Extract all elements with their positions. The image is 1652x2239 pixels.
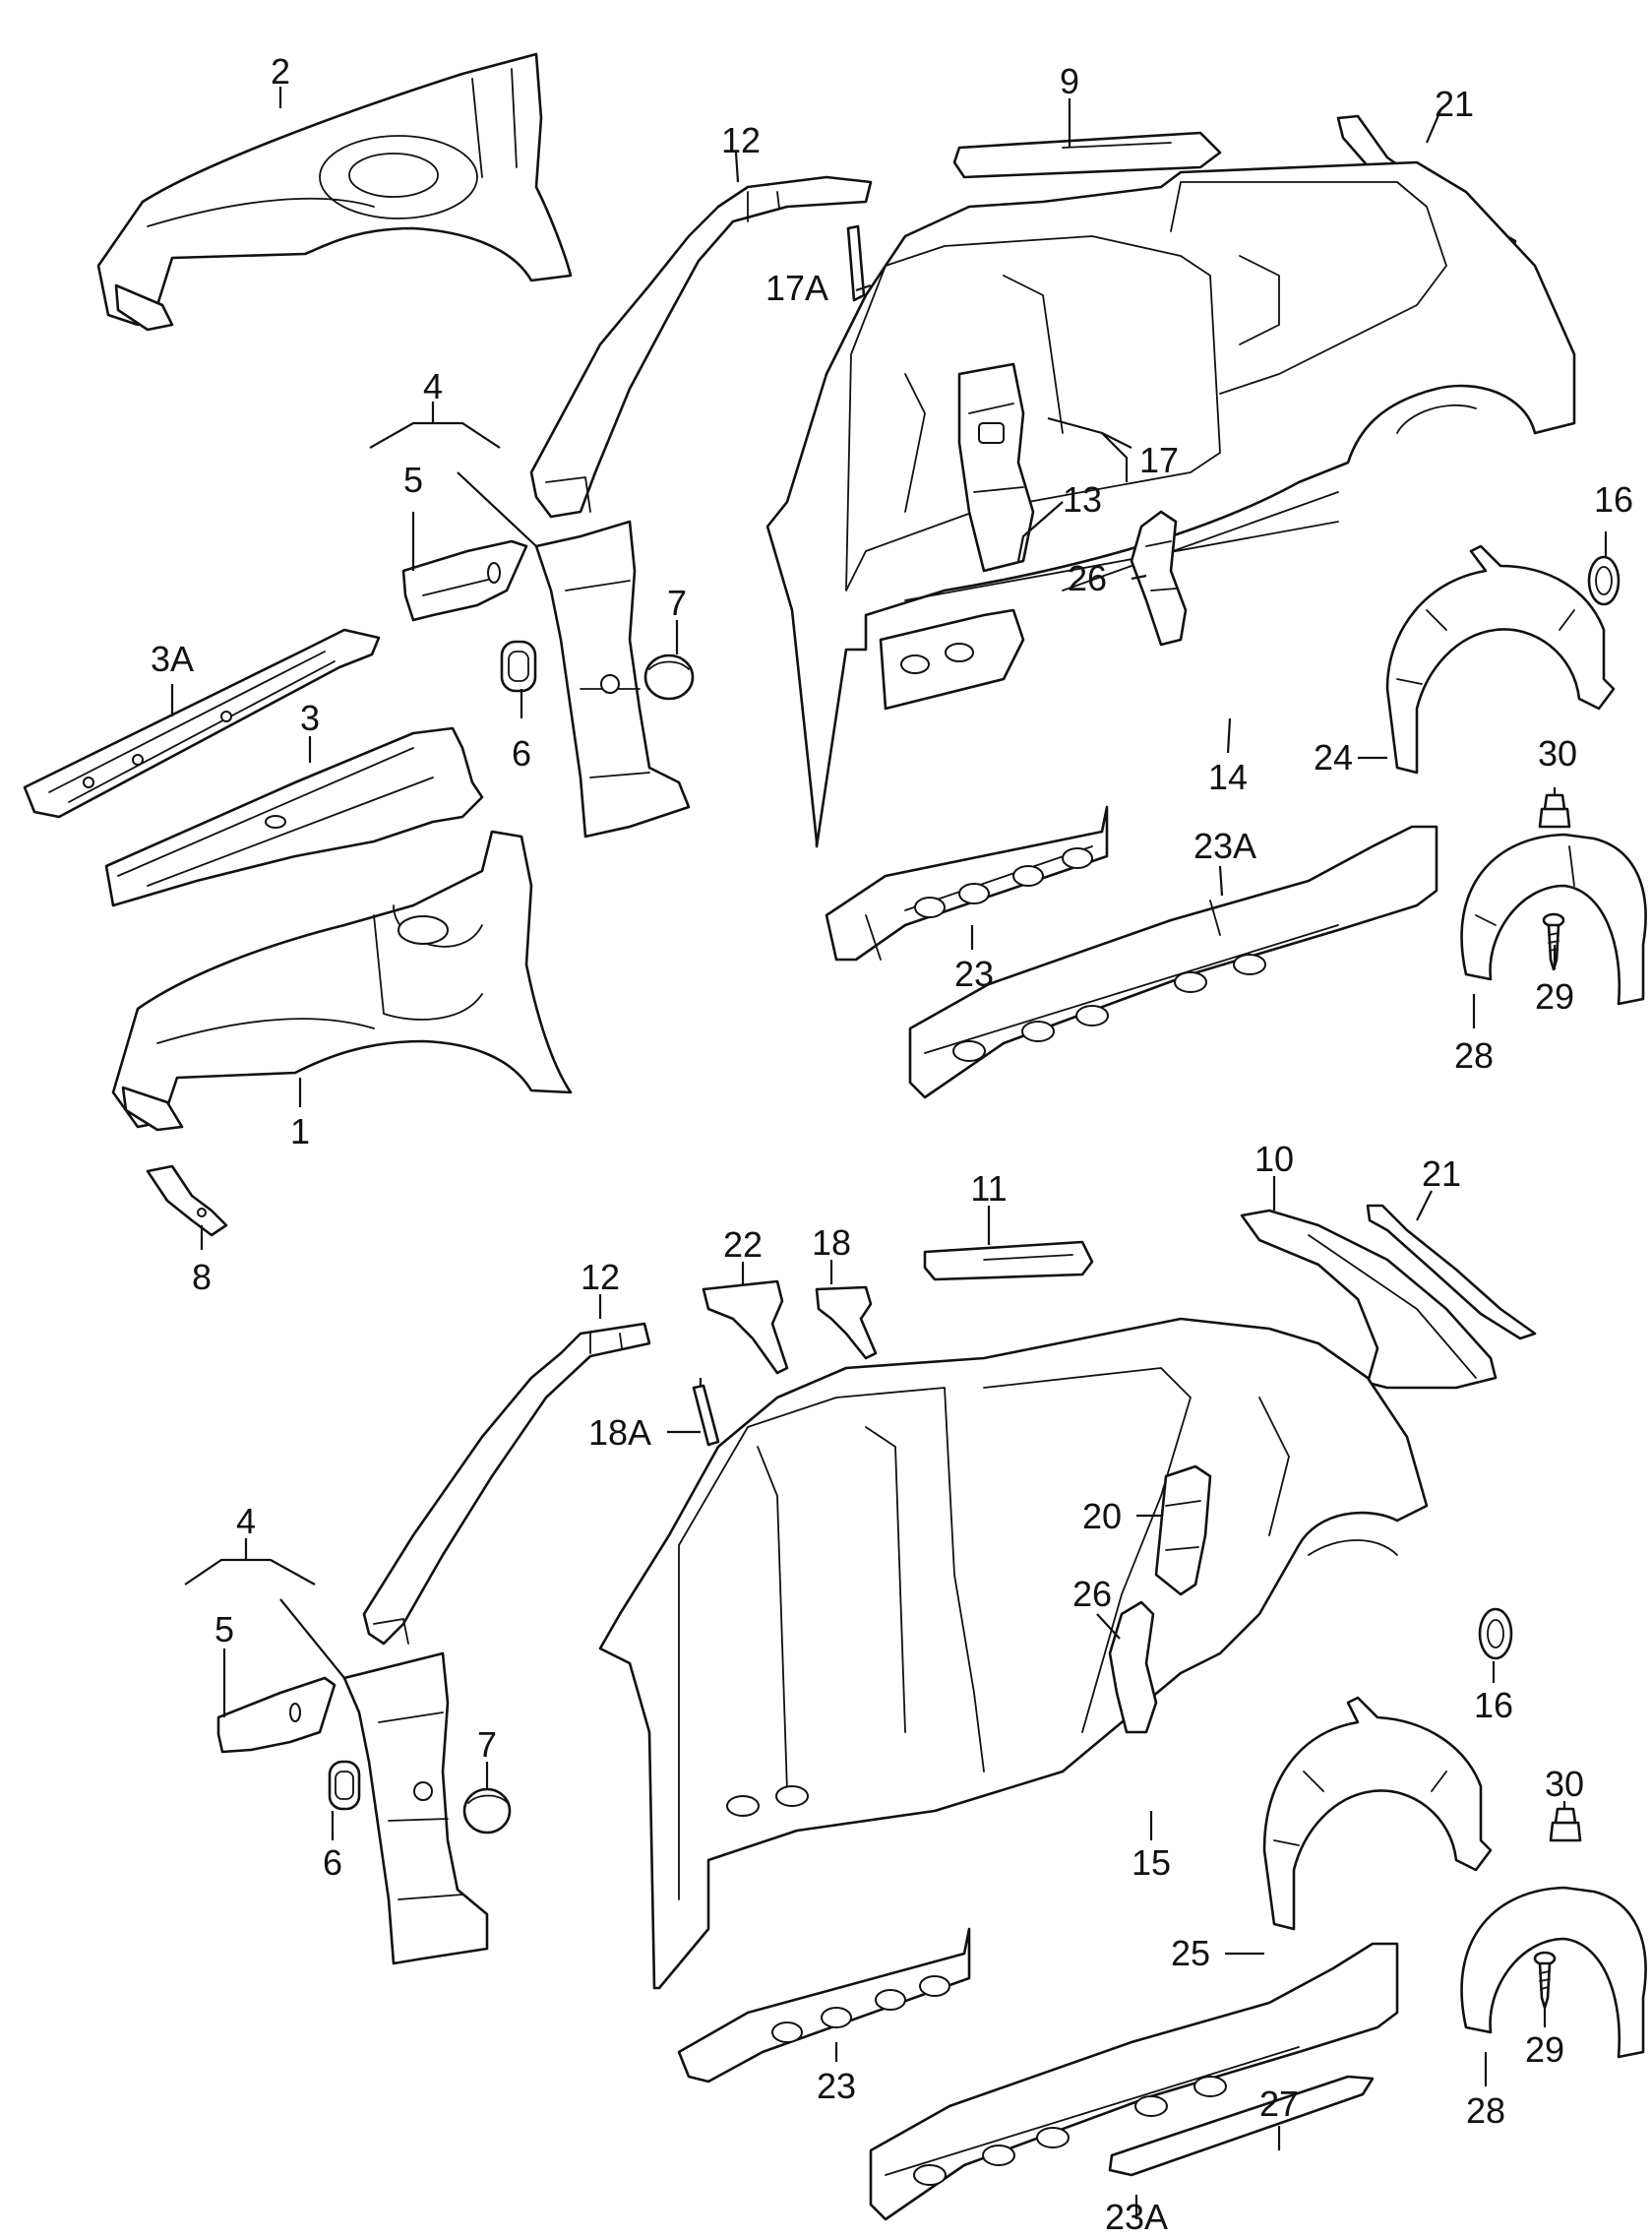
label-26-lower: 26 bbox=[1072, 1574, 1112, 1614]
label-8: 8 bbox=[192, 1257, 212, 1297]
leader-lines bbox=[170, 87, 1608, 2219]
part-3-longitudinal-member bbox=[104, 726, 484, 907]
part-8-bracket bbox=[146, 1164, 228, 1237]
part-1-front-wheel-housing bbox=[111, 830, 573, 1132]
part-28-wheel-arch-liner bbox=[1460, 833, 1647, 1006]
label-29: 29 bbox=[1535, 976, 1574, 1017]
part-14-body-side-panel bbox=[765, 160, 1576, 848]
part-6-grommet bbox=[500, 640, 537, 693]
label-23: 23 bbox=[954, 954, 994, 994]
label-23a-lower: 23A bbox=[1105, 2197, 1168, 2237]
part-12-a-pillar-upper bbox=[529, 175, 873, 519]
part-27-sill-trim-strip bbox=[1108, 2075, 1375, 2177]
part-26-reinforcement bbox=[1130, 510, 1188, 647]
part-16-grommet bbox=[1587, 555, 1621, 606]
label-29-lower: 29 bbox=[1525, 2029, 1564, 2070]
label-17: 17 bbox=[1139, 440, 1179, 480]
part-17a-strip bbox=[846, 224, 866, 302]
label-12: 12 bbox=[721, 120, 761, 160]
label-3a: 3A bbox=[151, 639, 194, 679]
label-10: 10 bbox=[1254, 1139, 1294, 1179]
label-1: 1 bbox=[290, 1111, 310, 1151]
part-23-sill-reinforcement bbox=[825, 805, 1109, 962]
label-13: 13 bbox=[1063, 479, 1102, 520]
label-6-lower: 6 bbox=[323, 1842, 342, 1883]
label-21-lower: 21 bbox=[1422, 1153, 1461, 1194]
part-22-b-pillar-upper bbox=[702, 1279, 789, 1375]
label-25: 25 bbox=[1171, 1933, 1210, 1973]
label-21: 21 bbox=[1435, 84, 1474, 124]
label-17a: 17A bbox=[765, 268, 828, 308]
part-4-a-pillar-lower-lower-group bbox=[342, 1651, 489, 1965]
label-16: 16 bbox=[1594, 479, 1633, 520]
label-7-lower: 7 bbox=[477, 1724, 497, 1765]
part-23a-sill-member bbox=[908, 825, 1438, 1099]
part-2-wheel-housing-upper bbox=[96, 52, 573, 332]
label-23-lower: 23 bbox=[817, 2066, 856, 2106]
label-7: 7 bbox=[667, 583, 687, 623]
part-20-c-pillar-reinforcement bbox=[1154, 1464, 1212, 1596]
part-15-body-side-panel bbox=[598, 1317, 1429, 1990]
callout-labels: 2 12 9 21 17A 4 5 17 13 16 26 7 3A 3 6 1… bbox=[151, 51, 1633, 2237]
part-6-grommet-lower-group bbox=[328, 1760, 361, 1811]
part-18-c-pillar-upper bbox=[815, 1285, 878, 1360]
label-14: 14 bbox=[1208, 757, 1248, 797]
part-28-wheel-arch-liner-lower-group bbox=[1460, 1886, 1647, 2059]
part-21-rear-side-member-lower-group bbox=[1366, 1204, 1537, 1340]
part-7-plug bbox=[643, 653, 695, 701]
label-18a: 18A bbox=[588, 1412, 651, 1453]
part-13-sill-inner-reinforcement bbox=[879, 608, 1025, 711]
part-12-a-pillar-upper-lower-group bbox=[362, 1322, 651, 1646]
part-25-rear-wheel-housing bbox=[1262, 1696, 1493, 1931]
label-28-lower: 28 bbox=[1466, 2090, 1505, 2131]
part-30-clip bbox=[1538, 793, 1571, 829]
label-4: 4 bbox=[423, 366, 443, 406]
label-30-lower: 30 bbox=[1545, 1764, 1584, 1804]
part-11-roof-rail bbox=[923, 1240, 1094, 1281]
part-18a-strip bbox=[692, 1384, 720, 1447]
label-5-lower: 5 bbox=[214, 1609, 234, 1649]
part-24-rear-wheel-housing bbox=[1385, 544, 1616, 775]
label-22: 22 bbox=[723, 1224, 763, 1265]
part-5-bracket-lower-group bbox=[216, 1676, 337, 1754]
part-10-rear-roof-frame bbox=[1240, 1209, 1498, 1390]
part-16-grommet-lower-group bbox=[1478, 1607, 1513, 1660]
part-29-screw-lower-group bbox=[1533, 1951, 1557, 2010]
part-17-b-pillar-reinforcement bbox=[957, 362, 1035, 573]
label-16-lower: 16 bbox=[1474, 1685, 1513, 1725]
part-23-sill-reinforcement-lower-group bbox=[677, 1927, 971, 2084]
part-9-roof-rail bbox=[952, 131, 1222, 179]
label-26: 26 bbox=[1068, 558, 1107, 598]
label-4-lower: 4 bbox=[236, 1501, 256, 1541]
label-28: 28 bbox=[1454, 1035, 1494, 1076]
part-4-a-pillar-lower bbox=[534, 520, 691, 839]
label-27: 27 bbox=[1259, 2084, 1299, 2124]
label-30: 30 bbox=[1538, 733, 1577, 774]
part-5-bracket bbox=[401, 539, 528, 622]
part-23a-sill-member-lower-group bbox=[869, 1942, 1399, 2221]
label-2: 2 bbox=[271, 51, 290, 92]
label-6: 6 bbox=[512, 733, 531, 774]
label-23a: 23A bbox=[1193, 826, 1256, 866]
part-26-reinforcement-lower-group bbox=[1108, 1600, 1158, 1734]
label-11: 11 bbox=[970, 1168, 1007, 1209]
label-20: 20 bbox=[1082, 1496, 1122, 1536]
label-12-lower: 12 bbox=[581, 1257, 620, 1297]
label-9: 9 bbox=[1060, 61, 1079, 101]
label-3: 3 bbox=[300, 698, 320, 738]
label-5: 5 bbox=[403, 460, 423, 500]
part-3a-reinforcement-strip bbox=[23, 628, 381, 819]
label-15: 15 bbox=[1132, 1842, 1171, 1883]
label-18: 18 bbox=[812, 1222, 851, 1263]
part-7-plug-lower-group bbox=[462, 1787, 512, 1835]
label-24: 24 bbox=[1314, 737, 1353, 777]
part-30-clip-lower-group bbox=[1549, 1807, 1582, 1842]
